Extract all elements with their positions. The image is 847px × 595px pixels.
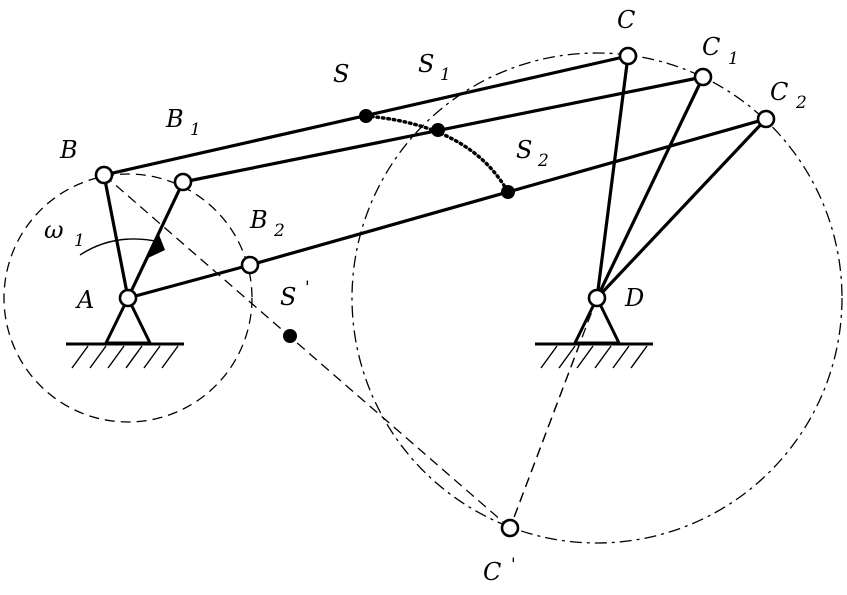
ground-support-a — [66, 294, 184, 369]
crank-arrowhead — [148, 232, 165, 258]
joint-c — [618, 46, 638, 66]
label-c: C — [617, 6, 635, 34]
joint-c2 — [756, 109, 776, 129]
label-d: D — [624, 284, 644, 312]
joint-b — [94, 165, 114, 185]
crank-ab — [102, 173, 130, 300]
label-s2-sub: 2 — [537, 151, 549, 171]
label-b2-sub: 2 — [273, 221, 285, 241]
joint-a — [118, 288, 138, 308]
label-c2: C — [770, 78, 788, 106]
rocker-circle-d — [351, 52, 843, 544]
ground-support-d — [535, 294, 653, 369]
rocker-dc2 — [595, 117, 768, 300]
joint-c1 — [693, 67, 713, 87]
label-c1: C — [702, 33, 720, 61]
omega-arc — [79, 238, 161, 256]
label-s: S — [333, 60, 349, 88]
rocker-dc1 — [595, 75, 705, 300]
label-c-prime-mark: ' — [511, 555, 516, 575]
joint-c-prime — [500, 518, 520, 538]
label-s1: S — [418, 50, 434, 78]
crank-circle-a — [3, 173, 253, 423]
label-b: B — [59, 136, 78, 164]
point-s1 — [431, 123, 445, 137]
line-b-to-c-prime — [103, 174, 511, 529]
joint-b2 — [240, 255, 260, 275]
label-a: A — [75, 286, 94, 314]
midpoint-trajectory — [364, 114, 510, 194]
line-d-to-c-prime-over — [509, 297, 598, 529]
label-s2: S — [516, 136, 532, 164]
crank-ab2 — [126, 263, 252, 300]
label-b1-sub: 1 — [190, 120, 201, 140]
label-c2-sub: 2 — [795, 93, 807, 113]
label-b2: B — [249, 206, 268, 234]
label-s-prime: S — [280, 283, 296, 311]
label-omega-sub: 1 — [74, 231, 85, 251]
joint-d — [587, 288, 607, 308]
rocker-dc — [595, 54, 630, 300]
label-c1-sub: 1 — [728, 49, 739, 69]
label-c-prime: C — [483, 558, 501, 586]
label-b1: B — [165, 105, 184, 133]
joint-b1 — [173, 172, 193, 192]
point-s — [359, 109, 373, 123]
label-omega: ω — [44, 216, 64, 244]
point-s2 — [501, 185, 515, 199]
point-s-prime — [283, 329, 297, 343]
label-s-prime-mark: ' — [305, 278, 310, 298]
label-s1-sub: 1 — [440, 65, 451, 85]
